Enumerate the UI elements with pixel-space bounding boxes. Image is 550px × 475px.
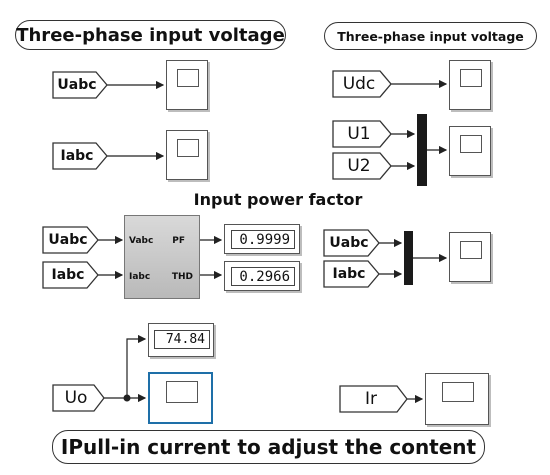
scope-iabc[interactable]	[166, 130, 208, 180]
mux-u1-u2[interactable]	[417, 114, 427, 186]
from-tag-shape	[323, 260, 380, 288]
from-tag-shape	[332, 120, 392, 148]
display-uo[interactable]: 74.84	[148, 323, 214, 357]
display-thd[interactable]: 0.2966	[224, 261, 300, 291]
port-iabc: Iabc	[129, 272, 151, 282]
from-uabc-top-label: Uabc	[57, 77, 97, 93]
from-iabc-top[interactable]: Iabc	[53, 143, 101, 169]
scope-screen-icon	[460, 135, 482, 153]
from-iabc-top-label: Iabc	[60, 148, 94, 164]
port-thd: THD	[171, 272, 193, 282]
title-left: Three-phase input voltage	[15, 20, 286, 50]
from-u1-label: U1	[347, 124, 371, 144]
from-iabc-pf[interactable]: Iabc	[43, 262, 93, 288]
from-tag-shape	[42, 226, 99, 254]
scope-screen-icon	[177, 69, 199, 87]
display-pf-value: 0.9999	[231, 230, 295, 249]
from-u2-label: U2	[347, 156, 371, 176]
title-left-text: Three-phase input voltage	[16, 24, 285, 46]
from-iabc-mux-label: Iabc	[332, 266, 366, 282]
input-power-factor-heading: Input power factor	[185, 188, 371, 210]
from-uo-label: Uo	[64, 388, 88, 408]
port-vabc: Vabc	[129, 236, 154, 246]
from-tag-shape	[339, 385, 408, 413]
from-uabc-mux-label: Uabc	[329, 235, 369, 251]
display-uo-value: 74.84	[154, 330, 210, 349]
from-ir[interactable]: Ir	[340, 386, 402, 412]
from-tag-shape	[42, 261, 99, 289]
from-udc-label: Udc	[342, 74, 376, 94]
input-power-factor-text: Input power factor	[193, 189, 363, 209]
from-tag-shape	[52, 384, 105, 412]
from-udc[interactable]: Udc	[333, 71, 385, 97]
scope-screen-icon	[442, 382, 474, 402]
scope-screen-icon	[177, 139, 199, 157]
from-uabc-pf[interactable]: Uabc	[43, 227, 93, 253]
branch-point	[123, 394, 131, 402]
scope-udc[interactable]	[449, 60, 491, 110]
display-thd-value: 0.2966	[231, 267, 295, 286]
title-right: Three-phase input voltage	[324, 22, 537, 50]
pf-measurement-block[interactable]: Vabc Iabc PF THD	[124, 215, 200, 299]
title-bottom-text: IPull-in current to adjust the content	[60, 435, 477, 459]
from-ir-label: Ir	[364, 389, 377, 409]
from-tag-shape	[52, 142, 108, 170]
from-u2[interactable]: U2	[333, 153, 385, 179]
title-right-text: Three-phase input voltage	[337, 28, 524, 44]
from-tag-shape	[332, 70, 392, 98]
from-uabc-mux[interactable]: Uabc	[324, 230, 374, 256]
from-iabc-pf-label: Iabc	[51, 267, 85, 283]
scope-uabc-iabc[interactable]	[449, 232, 491, 282]
from-uabc-top[interactable]: Uabc	[53, 72, 101, 98]
from-iabc-mux[interactable]: Iabc	[324, 261, 374, 287]
scope-screen-icon	[460, 69, 482, 87]
port-pf: PF	[172, 236, 185, 246]
title-bottom: IPull-in current to adjust the content	[52, 430, 485, 464]
display-pf[interactable]: 0.9999	[224, 224, 300, 254]
from-uabc-pf-label: Uabc	[48, 232, 88, 248]
from-tag-shape	[323, 229, 380, 257]
from-uo[interactable]: Uo	[53, 385, 99, 411]
mux-uabc-iabc[interactable]	[404, 231, 413, 285]
from-u1[interactable]: U1	[333, 121, 385, 147]
from-tag-shape	[52, 71, 108, 99]
scope-uabc[interactable]	[166, 60, 208, 110]
from-tag-shape	[332, 152, 392, 180]
scope-ir[interactable]	[425, 373, 489, 425]
scope-u1-u2[interactable]	[449, 126, 491, 176]
scope-uo-selected[interactable]	[148, 372, 213, 424]
scope-screen-icon	[166, 381, 198, 403]
scope-screen-icon	[460, 241, 482, 259]
